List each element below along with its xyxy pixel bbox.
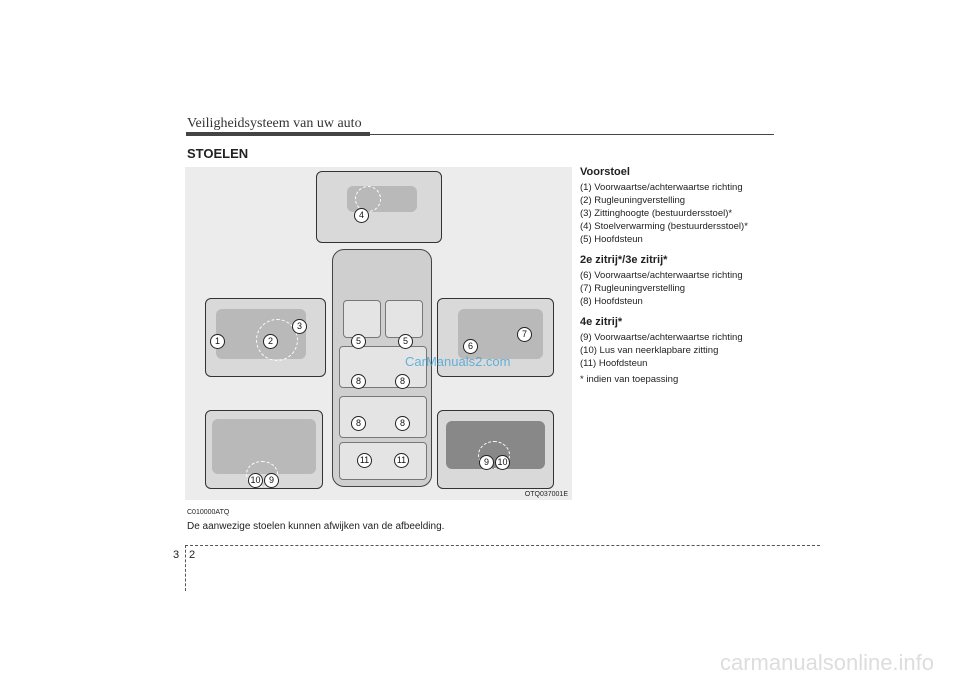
seats-illustration: 4 1 2 3 6 7 10 9 9 10 5 5 8 8 8 8 11 11	[185, 167, 572, 500]
marker-10b: 10	[495, 455, 510, 470]
marker-5b: 5	[398, 334, 413, 349]
page-number: 2	[189, 549, 196, 561]
group-title: Voorstoel	[580, 166, 630, 178]
marker-7: 7	[517, 327, 532, 342]
header-bar	[186, 132, 370, 136]
legend-item: (1) Voorwaartse/achterwaartse richting	[580, 182, 743, 193]
inset-fourth-row-seat: 10 9	[205, 410, 323, 489]
car-top-view: 5 5 8 8 8 8 11 11	[332, 249, 432, 487]
marker-9: 9	[264, 473, 279, 488]
marker-11: 11	[357, 453, 372, 468]
footer-rule	[185, 545, 820, 546]
legend-item: (11) Hoofdsteun	[580, 358, 648, 369]
legend-item: (9) Voorwaartse/achterwaartse richting	[580, 332, 743, 343]
note-text: De aanwezige stoelen kunnen afwijken van…	[187, 521, 445, 532]
legend-item: (2) Rugleuningverstelling	[580, 195, 686, 206]
inset-front-seat: 1 2 3	[205, 298, 326, 377]
legend-item: (4) Stoelverwarming (bestuurdersstoel)*	[580, 221, 748, 232]
legend-item: (6) Voorwaartse/achterwaartse richting	[580, 270, 743, 281]
legend-item: (10) Lus van neerklapbare zitting	[580, 345, 719, 356]
marker-8: 8	[351, 374, 366, 389]
marker-11b: 11	[394, 453, 409, 468]
inset-second-row-seat: 6 7	[437, 298, 554, 377]
chapter-number: 3	[173, 549, 180, 561]
marker-9b: 9	[479, 455, 494, 470]
watermark: CarManuals2.com	[405, 354, 511, 369]
document-code: C010000ATQ	[187, 509, 230, 516]
marker-8d: 8	[395, 416, 410, 431]
marker-10: 10	[248, 473, 263, 488]
chapter-header: Veiligheidsysteem van uw auto	[187, 116, 362, 131]
inset-seat-heater: 4	[316, 171, 442, 243]
figure-code: OTQ037001E	[524, 491, 568, 498]
group-title: 4e zitrij*	[580, 316, 623, 328]
footnote: * indien van toepassing	[580, 374, 679, 385]
section-title: STOELEN	[187, 146, 249, 161]
marker-8c: 8	[351, 416, 366, 431]
legend-item: (7) Rugleuningverstelling	[580, 283, 686, 294]
marker-5: 5	[351, 334, 366, 349]
footer-divider	[185, 545, 186, 591]
legend-item: (3) Zittinghoogte (bestuurdersstoel)*	[580, 208, 733, 219]
header-rule	[370, 134, 774, 135]
legend-item: (8) Hoofdsteun	[580, 296, 643, 307]
marker-4: 4	[354, 208, 369, 223]
group-title: 2e zitrij*/3e zitrij*	[580, 254, 668, 266]
marker-8b: 8	[395, 374, 410, 389]
marker-6: 6	[463, 339, 478, 354]
marker-2: 2	[263, 334, 278, 349]
marker-1: 1	[210, 334, 225, 349]
watermark: carmanualsonline.info	[720, 650, 935, 675]
legend-item: (5) Hoofdsteun	[580, 234, 643, 245]
legend-column: Voorstoel (1) Voorwaartse/achterwaartse …	[580, 166, 790, 386]
inset-fold-seat: 9 10	[437, 410, 554, 489]
marker-3: 3	[292, 319, 307, 334]
